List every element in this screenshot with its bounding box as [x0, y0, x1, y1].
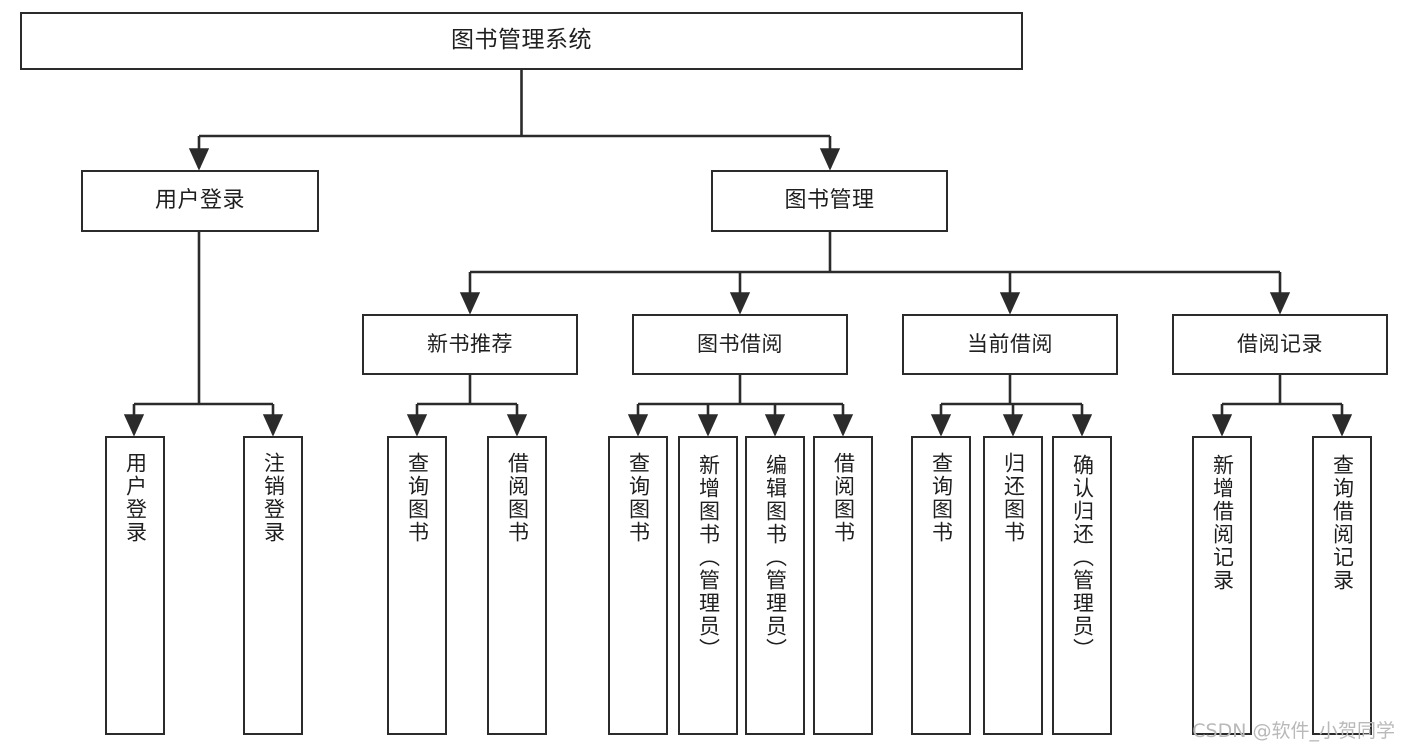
node-book-borrow-label: 图书借阅 [697, 332, 783, 357]
leaf-query-book-2[interactable]: 查询图书 [608, 436, 668, 735]
leaf-confirm-return[interactable]: 确认归还（管理员） [1052, 436, 1112, 735]
leaf-query-record-label: 查询借阅记录 [1330, 454, 1355, 592]
leaf-query-book-3-label: 查询图书 [929, 452, 954, 544]
leaf-add-book-admin-label: 新增图书（管理员） [696, 454, 721, 661]
leaf-edit-book-admin-label: 编辑图书（管理员） [763, 454, 788, 661]
node-book-borrow[interactable]: 图书借阅 [632, 314, 848, 375]
leaf-logout[interactable]: 注销登录 [243, 436, 303, 735]
leaf-borrow-book-1-label: 借阅图书 [505, 452, 530, 544]
node-current-borrow[interactable]: 当前借阅 [902, 314, 1118, 375]
node-current-borrow-label: 当前借阅 [967, 332, 1053, 357]
leaf-borrow-book-2[interactable]: 借阅图书 [813, 436, 873, 735]
node-root[interactable]: 图书管理系统 [20, 12, 1023, 70]
node-root-label: 图书管理系统 [451, 27, 592, 54]
node-new-book-rec-label: 新书推荐 [427, 332, 513, 357]
leaf-edit-book-admin[interactable]: 编辑图书（管理员） [745, 436, 805, 735]
leaf-confirm-return-label: 确认归还（管理员） [1070, 454, 1095, 661]
leaf-add-book-admin[interactable]: 新增图书（管理员） [678, 436, 738, 735]
leaf-borrow-book-2-label: 借阅图书 [831, 452, 856, 544]
leaf-query-book-3[interactable]: 查询图书 [911, 436, 971, 735]
node-new-book-rec[interactable]: 新书推荐 [362, 314, 578, 375]
leaf-user-login[interactable]: 用户登录 [105, 436, 165, 735]
node-book-manage-label: 图书管理 [784, 188, 875, 214]
leaf-query-record[interactable]: 查询借阅记录 [1312, 436, 1372, 735]
leaf-add-record-label: 新增借阅记录 [1210, 454, 1235, 592]
leaf-borrow-book-1[interactable]: 借阅图书 [487, 436, 547, 735]
leaf-query-book-1-label: 查询图书 [405, 452, 430, 544]
node-borrow-record[interactable]: 借阅记录 [1172, 314, 1388, 375]
node-user-login[interactable]: 用户登录 [81, 170, 319, 232]
leaf-return-book[interactable]: 归还图书 [983, 436, 1043, 735]
node-user-login-label: 用户登录 [154, 188, 245, 214]
leaf-query-book-1[interactable]: 查询图书 [387, 436, 447, 735]
leaf-return-book-label: 归还图书 [1001, 452, 1026, 544]
node-book-manage[interactable]: 图书管理 [711, 170, 948, 232]
leaf-logout-label: 注销登录 [261, 452, 286, 544]
leaf-user-login-label: 用户登录 [123, 452, 148, 544]
node-borrow-record-label: 借阅记录 [1237, 332, 1323, 357]
leaf-query-book-2-label: 查询图书 [626, 452, 651, 544]
leaf-add-record[interactable]: 新增借阅记录 [1192, 436, 1252, 735]
